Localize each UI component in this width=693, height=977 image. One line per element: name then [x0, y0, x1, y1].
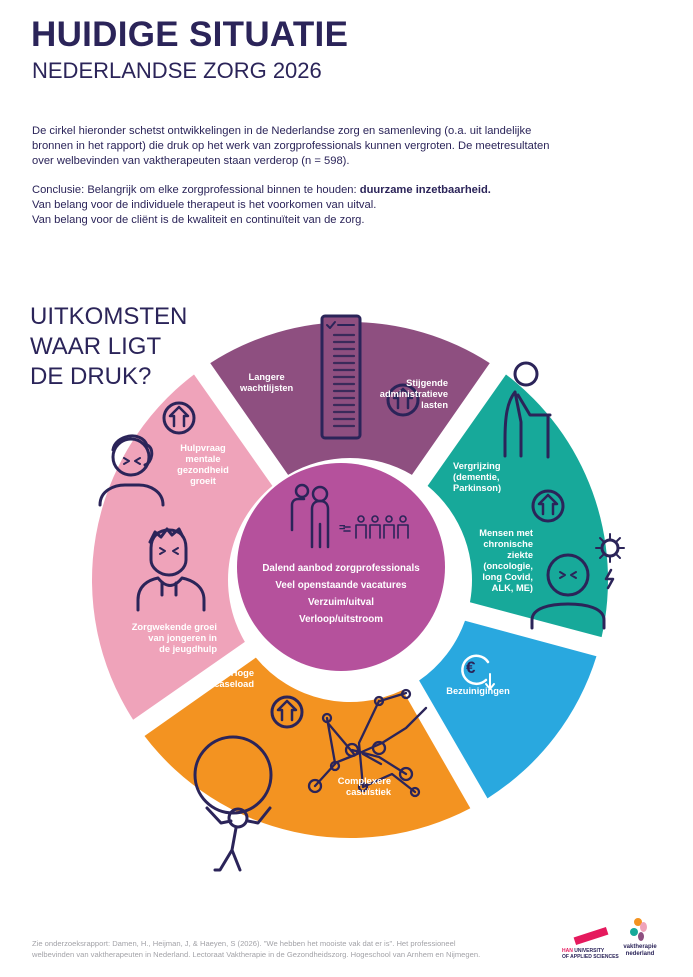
conclusion-text: Conclusie: Belangrijk om elke zorgprofes… — [32, 184, 360, 196]
heading-line: UITKOMSTEN — [30, 303, 188, 330]
segment-label-bezuinigingen: Bezuinigingen — [446, 686, 510, 696]
intro-line: De cirkel hieronder schetst ontwikkeling… — [32, 125, 532, 137]
page-subtitle: NEDERLANDSE ZORG 2026 — [32, 58, 322, 83]
citation-line: welbevinden van vaktherapeuten in Nederl… — [32, 950, 481, 959]
conclusion-line: Van belang voor de individuele therapeut… — [32, 199, 377, 211]
center-circle — [237, 463, 445, 671]
conclusion: Conclusie: Belangrijk om elke zorgprofes… — [32, 183, 652, 228]
conclusion-bold: duurzame inzetbaarheid. — [359, 184, 491, 196]
intro-line: over welbevinden van vaktherapeuten staa… — [32, 155, 350, 167]
citation-line: Zie onderzoeksrapport: Damen, H., Heijma… — [32, 939, 456, 948]
page-title: HUIDIGE SITUATIE — [31, 15, 349, 54]
euro-symbol: € — [466, 658, 476, 677]
intro-line: bronnen in het rapport) die druk op het … — [32, 140, 550, 152]
center-line: Dalend aanbod zorgprofessionals — [262, 563, 420, 574]
center-line: Verzuim/uitval — [308, 597, 374, 608]
heading-line: WAAR LIGT — [30, 333, 162, 360]
footer-citation: Zie onderzoeksrapport: Damen, H., Heijma… — [32, 938, 572, 960]
conclusion-line: Van belang voor de cliënt is de kwalitei… — [32, 214, 365, 226]
center-line: Veel openstaande vacatures — [275, 580, 407, 591]
equals-sign: = — [339, 522, 346, 534]
heading-line: DE DRUK? — [30, 363, 152, 390]
intro-paragraph: De cirkel hieronder schetst ontwikkeling… — [32, 124, 652, 169]
segment-orange — [144, 657, 471, 838]
center-line: Verloop/uitstroom — [299, 614, 383, 625]
section-heading: UITKOMSTEN WAAR LIGT DE DRUK? — [30, 302, 187, 392]
segment-label-vergrijzing: Vergrijzing(dementie,Parkinson) — [453, 461, 502, 493]
